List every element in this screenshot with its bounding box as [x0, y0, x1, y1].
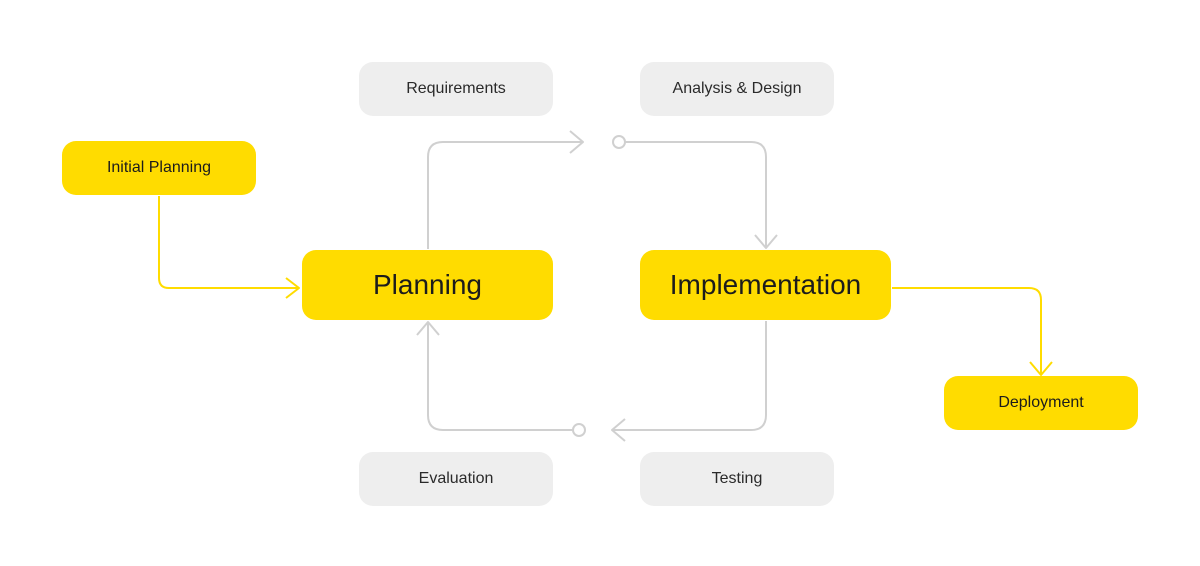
node-deployment-label: Deployment — [998, 394, 1084, 411]
arrowhead-deployment-top — [1029, 361, 1053, 376]
arrowhead-planning-bottom — [416, 321, 440, 336]
node-deployment: Deployment — [944, 376, 1138, 430]
node-analysis-design: Analysis & Design — [640, 62, 834, 116]
arrowhead-top-right — [569, 130, 584, 154]
connector-top-to-implementation — [625, 141, 767, 248]
arrowhead-planning-left — [285, 277, 300, 299]
node-planning-label: Planning — [373, 269, 482, 300]
connector-node-circle-bottom — [572, 423, 586, 437]
node-initial-planning: Initial Planning — [62, 141, 256, 195]
connector-implementation-to-deployment — [892, 287, 1042, 375]
node-analysis-design-label: Analysis & Design — [672, 80, 802, 97]
node-planning: Planning — [302, 250, 553, 320]
connector-planning-to-top — [427, 141, 583, 249]
node-implementation-label: Implementation — [669, 269, 862, 300]
node-requirements-label: Requirements — [406, 80, 506, 97]
connector-initial-to-planning — [158, 196, 299, 289]
node-initial-planning-label: Initial Planning — [106, 159, 212, 176]
arrowhead-implementation-top — [754, 234, 778, 249]
connector-implementation-to-bottom — [612, 321, 767, 431]
node-requirements: Requirements — [359, 62, 553, 116]
node-testing-label: Testing — [711, 470, 763, 487]
node-implementation: Implementation — [640, 250, 891, 320]
arrowhead-bottom-left — [611, 418, 626, 442]
node-evaluation-label: Evaluation — [418, 470, 494, 487]
connector-node-circle-top — [612, 135, 626, 149]
node-testing: Testing — [640, 452, 834, 506]
node-evaluation: Evaluation — [359, 452, 553, 506]
connector-bottom-to-planning — [427, 322, 573, 431]
